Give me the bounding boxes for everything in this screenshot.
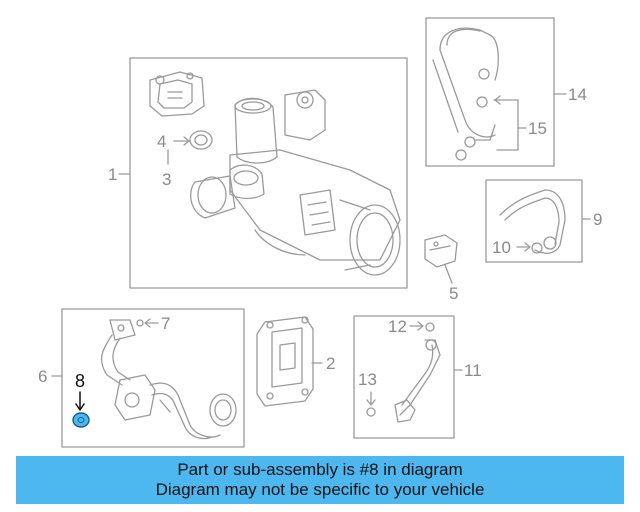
banner-line-1: Part or sub-assembly is #8 in diagram	[177, 460, 463, 479]
group-box-14	[425, 17, 555, 167]
pipe-14-drawing	[439, 27, 499, 138]
callout-1[interactable]: 1	[108, 165, 118, 184]
callout-13[interactable]: 13	[358, 370, 377, 389]
callout-9[interactable]: 9	[593, 210, 603, 229]
pipe-6-drawing	[100, 319, 237, 440]
actuator-drawing	[149, 71, 205, 117]
callout-2[interactable]: 2	[326, 354, 336, 373]
callout-14[interactable]: 14	[568, 85, 587, 104]
sensor-5-drawing	[424, 234, 458, 268]
leader-5	[444, 264, 453, 284]
callout-6[interactable]: 6	[38, 367, 48, 386]
callout-5[interactable]: 5	[449, 284, 459, 303]
callout-7[interactable]: 7	[161, 314, 171, 333]
group-box-9	[485, 179, 583, 263]
callout-12[interactable]: 12	[388, 317, 407, 336]
gasket-2-drawing	[256, 316, 314, 407]
callout-10[interactable]: 10	[492, 238, 511, 257]
group-box-6	[61, 308, 245, 448]
group-box-11	[353, 315, 455, 439]
banner-line-2: Diagram may not be specific to your vehi…	[155, 480, 485, 499]
callout-4[interactable]: 4	[157, 132, 167, 151]
group-box-turbocharger	[129, 57, 408, 289]
callout-15[interactable]: 15	[528, 119, 547, 138]
callout-11[interactable]: 11	[464, 361, 482, 380]
turbo-body-drawing	[190, 89, 401, 276]
callout-3[interactable]: 3	[162, 170, 172, 189]
part-8-highlight	[72, 412, 90, 428]
gasket-4-drawing	[189, 130, 213, 150]
pipe-9-drawing	[499, 189, 566, 254]
info-banner: Part or sub-assembly is #8 in diagram Di…	[16, 456, 624, 504]
pipe-11-drawing	[399, 339, 441, 416]
callout-8[interactable]: 8	[75, 371, 86, 391]
